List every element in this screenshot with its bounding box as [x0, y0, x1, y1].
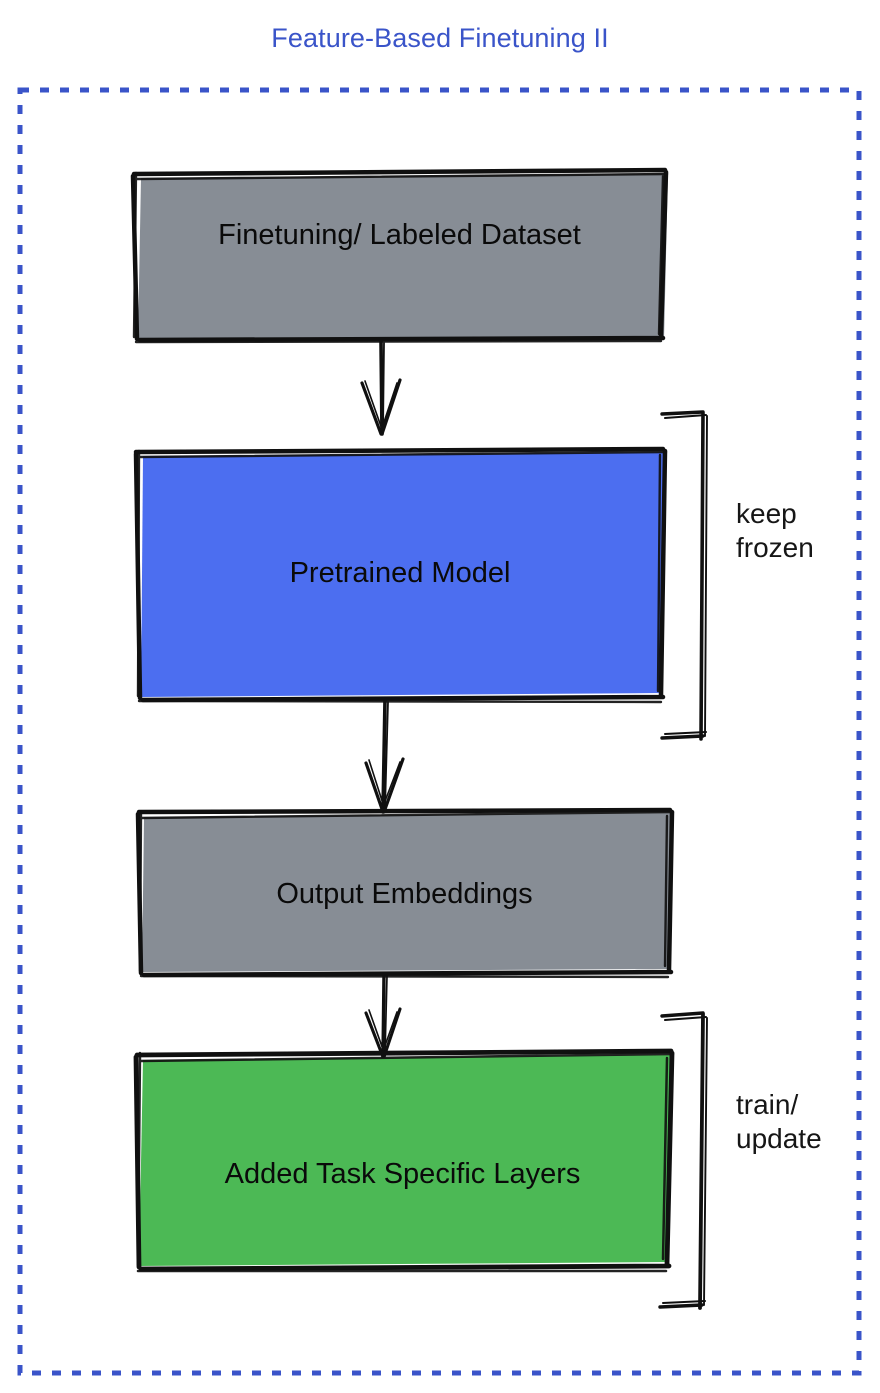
bracket-train-update: [658, 1011, 708, 1310]
bracket-keep-frozen: [660, 410, 708, 741]
edge-dataset-to-model: [360, 339, 402, 436]
node-label-output-embeddings: Output Embeddings: [276, 878, 533, 910]
node-label-pretrained-model: Pretrained Model: [289, 557, 511, 589]
node-output-embeddings[interactable]: [135, 807, 675, 979]
node-pretrained-model[interactable]: [133, 446, 668, 704]
edge-model-to-embeddings: [364, 698, 405, 814]
annotation-label-train-update: train/ update: [736, 1089, 822, 1155]
page-title: Feature-Based Finetuning II: [271, 23, 609, 53]
edge-embeddings-to-layers: [364, 972, 402, 1059]
node-label-dataset: Finetuning/ Labeled Dataset: [218, 219, 581, 251]
annotation-label-keep-frozen: keep frozen: [736, 498, 814, 564]
node-task-layers[interactable]: [133, 1048, 675, 1273]
node-dataset[interactable]: [130, 167, 669, 344]
dashed-frame: [17, 87, 862, 1376]
node-label-task-layers: Added Task Specific Layers: [224, 1158, 581, 1190]
